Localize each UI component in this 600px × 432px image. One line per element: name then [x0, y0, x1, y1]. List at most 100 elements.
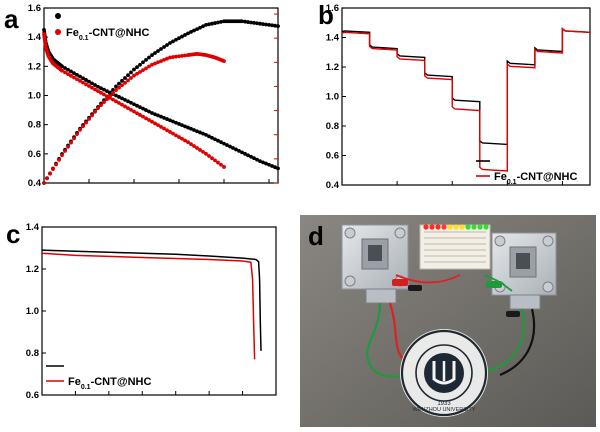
data-point-a-series-1: [210, 21, 214, 26]
data-point-a-series-3: [51, 167, 55, 172]
data-point-a-series-1: [126, 73, 130, 78]
plot-frame-b: [341, 7, 591, 186]
y-tick-label-a: 1.2: [28, 61, 41, 72]
university-seal-icon: 1933 WENZHOU UNIVERSITY: [400, 329, 488, 417]
data-point-a-series-3: [162, 57, 166, 62]
y-tick-label-b: 0.6: [326, 151, 339, 162]
data-line-c-series-0: [41, 249, 262, 351]
data-point-a-series-1: [207, 22, 211, 27]
data-point-a-series-3: [96, 106, 100, 111]
data-point-a-series-1: [258, 21, 262, 26]
data-point-a-series-0: [252, 156, 256, 161]
data-point-a-series-3: [120, 83, 124, 88]
data-point-a-series-0: [234, 147, 238, 152]
data-point-a-series-0: [60, 64, 64, 69]
data-point-a-series-2: [111, 97, 115, 102]
data-point-a-series-0: [93, 83, 97, 87]
data-point-a-series-2: [75, 77, 79, 82]
data-point-a-series-1: [252, 20, 256, 25]
data-point-a-series-2: [96, 89, 100, 94]
data-point-a-series-3: [93, 109, 97, 114]
data-point-a-series-2: [120, 102, 124, 107]
data-point-a-series-1: [174, 37, 178, 42]
data-point-a-series-2: [117, 101, 121, 105]
data-point-a-series-0: [75, 72, 79, 77]
data-point-a-series-3: [174, 54, 178, 59]
data-point-a-series-2: [168, 130, 172, 134]
panel-letter-b: b: [318, 0, 334, 30]
data-point-a-series-2: [159, 124, 163, 129]
data-point-a-series-1: [219, 19, 223, 24]
data-point-a-series-0: [84, 78, 88, 82]
y-tick-label-c: 1.4: [26, 222, 40, 233]
data-point-a-series-0: [147, 109, 151, 114]
legend-marker-a-ptc: [55, 13, 61, 19]
battery-photo: 1933 WENZHOU UNIVERSITY d: [300, 215, 596, 427]
data-point-a-series-2: [186, 140, 190, 145]
data-line-c-series-1: [41, 252, 256, 360]
data-point-a-series-0: [117, 95, 121, 99]
data-point-a-series-0: [276, 166, 280, 171]
data-point-a-series-1: [138, 62, 142, 67]
data-point-a-series-1: [120, 78, 124, 83]
data-point-a-series-2: [144, 116, 148, 121]
data-point-a-series-3: [78, 127, 82, 132]
data-point-a-series-2: [165, 128, 169, 133]
data-point-a-series-2: [69, 73, 73, 78]
data-point-a-series-3: [156, 60, 160, 65]
y-tick-label-c: 1.2: [26, 264, 39, 275]
data-point-a-series-3: [87, 117, 91, 121]
data-point-a-series-3: [129, 76, 133, 80]
data-point-a-series-0: [126, 99, 130, 104]
data-line-b-fe: [341, 27, 591, 172]
data-point-a-series-0: [261, 160, 265, 165]
data-point-a-series-2: [105, 94, 109, 99]
data-point-a-series-1: [135, 65, 139, 70]
data-point-a-series-2: [174, 133, 178, 138]
data-point-a-series-0: [165, 117, 169, 121]
data-point-a-series-1: [165, 43, 169, 47]
data-point-a-series-2: [84, 82, 88, 87]
data-point-a-series-1: [171, 39, 175, 44]
data-point-a-series-0: [177, 122, 181, 126]
data-point-a-series-2: [81, 80, 85, 85]
data-point-a-series-0: [99, 86, 103, 91]
data-point-a-series-2: [66, 72, 70, 77]
data-point-a-series-3: [57, 157, 61, 162]
data-point-a-series-1: [261, 22, 265, 26]
data-point-a-series-1: [159, 47, 163, 51]
data-point-a-series-1: [195, 27, 199, 32]
data-point-a-series-1: [156, 49, 160, 53]
y-tick-label-b: 1.6: [326, 3, 339, 14]
data-point-a-series-3: [171, 55, 175, 59]
data-point-a-series-1: [150, 53, 154, 57]
data-point-a-series-2: [207, 154, 211, 158]
data-point-a-series-0: [264, 161, 268, 166]
data-point-a-series-2: [222, 165, 226, 169]
legend-label-c-fe: Fe0.1-CNT@NHC: [68, 376, 151, 391]
seal-year-text: 1933: [437, 401, 451, 407]
data-point-a-series-3: [132, 73, 136, 78]
data-point-a-series-3: [75, 132, 79, 137]
data-point-a-series-2: [60, 68, 64, 73]
data-point-a-series-3: [111, 91, 115, 95]
data-point-a-series-3: [72, 136, 76, 141]
data-point-a-series-3: [126, 78, 130, 83]
data-point-a-series-0: [135, 103, 139, 108]
data-point-a-series-1: [114, 84, 118, 89]
data-point-a-series-3: [177, 54, 181, 59]
panel-letter-d: d: [308, 221, 324, 251]
data-point-a-series-1: [201, 24, 205, 29]
data-point-a-series-0: [249, 154, 253, 159]
data-point-a-series-0: [132, 102, 136, 107]
legend-marker-a-fe: [55, 29, 61, 35]
data-point-a-series-3: [42, 181, 46, 185]
data-point-a-series-2: [93, 87, 97, 92]
data-point-a-series-2: [141, 114, 145, 119]
data-point-a-series-0: [216, 138, 220, 143]
data-point-a-series-1: [273, 23, 277, 28]
data-point-a-series-3: [117, 85, 121, 90]
